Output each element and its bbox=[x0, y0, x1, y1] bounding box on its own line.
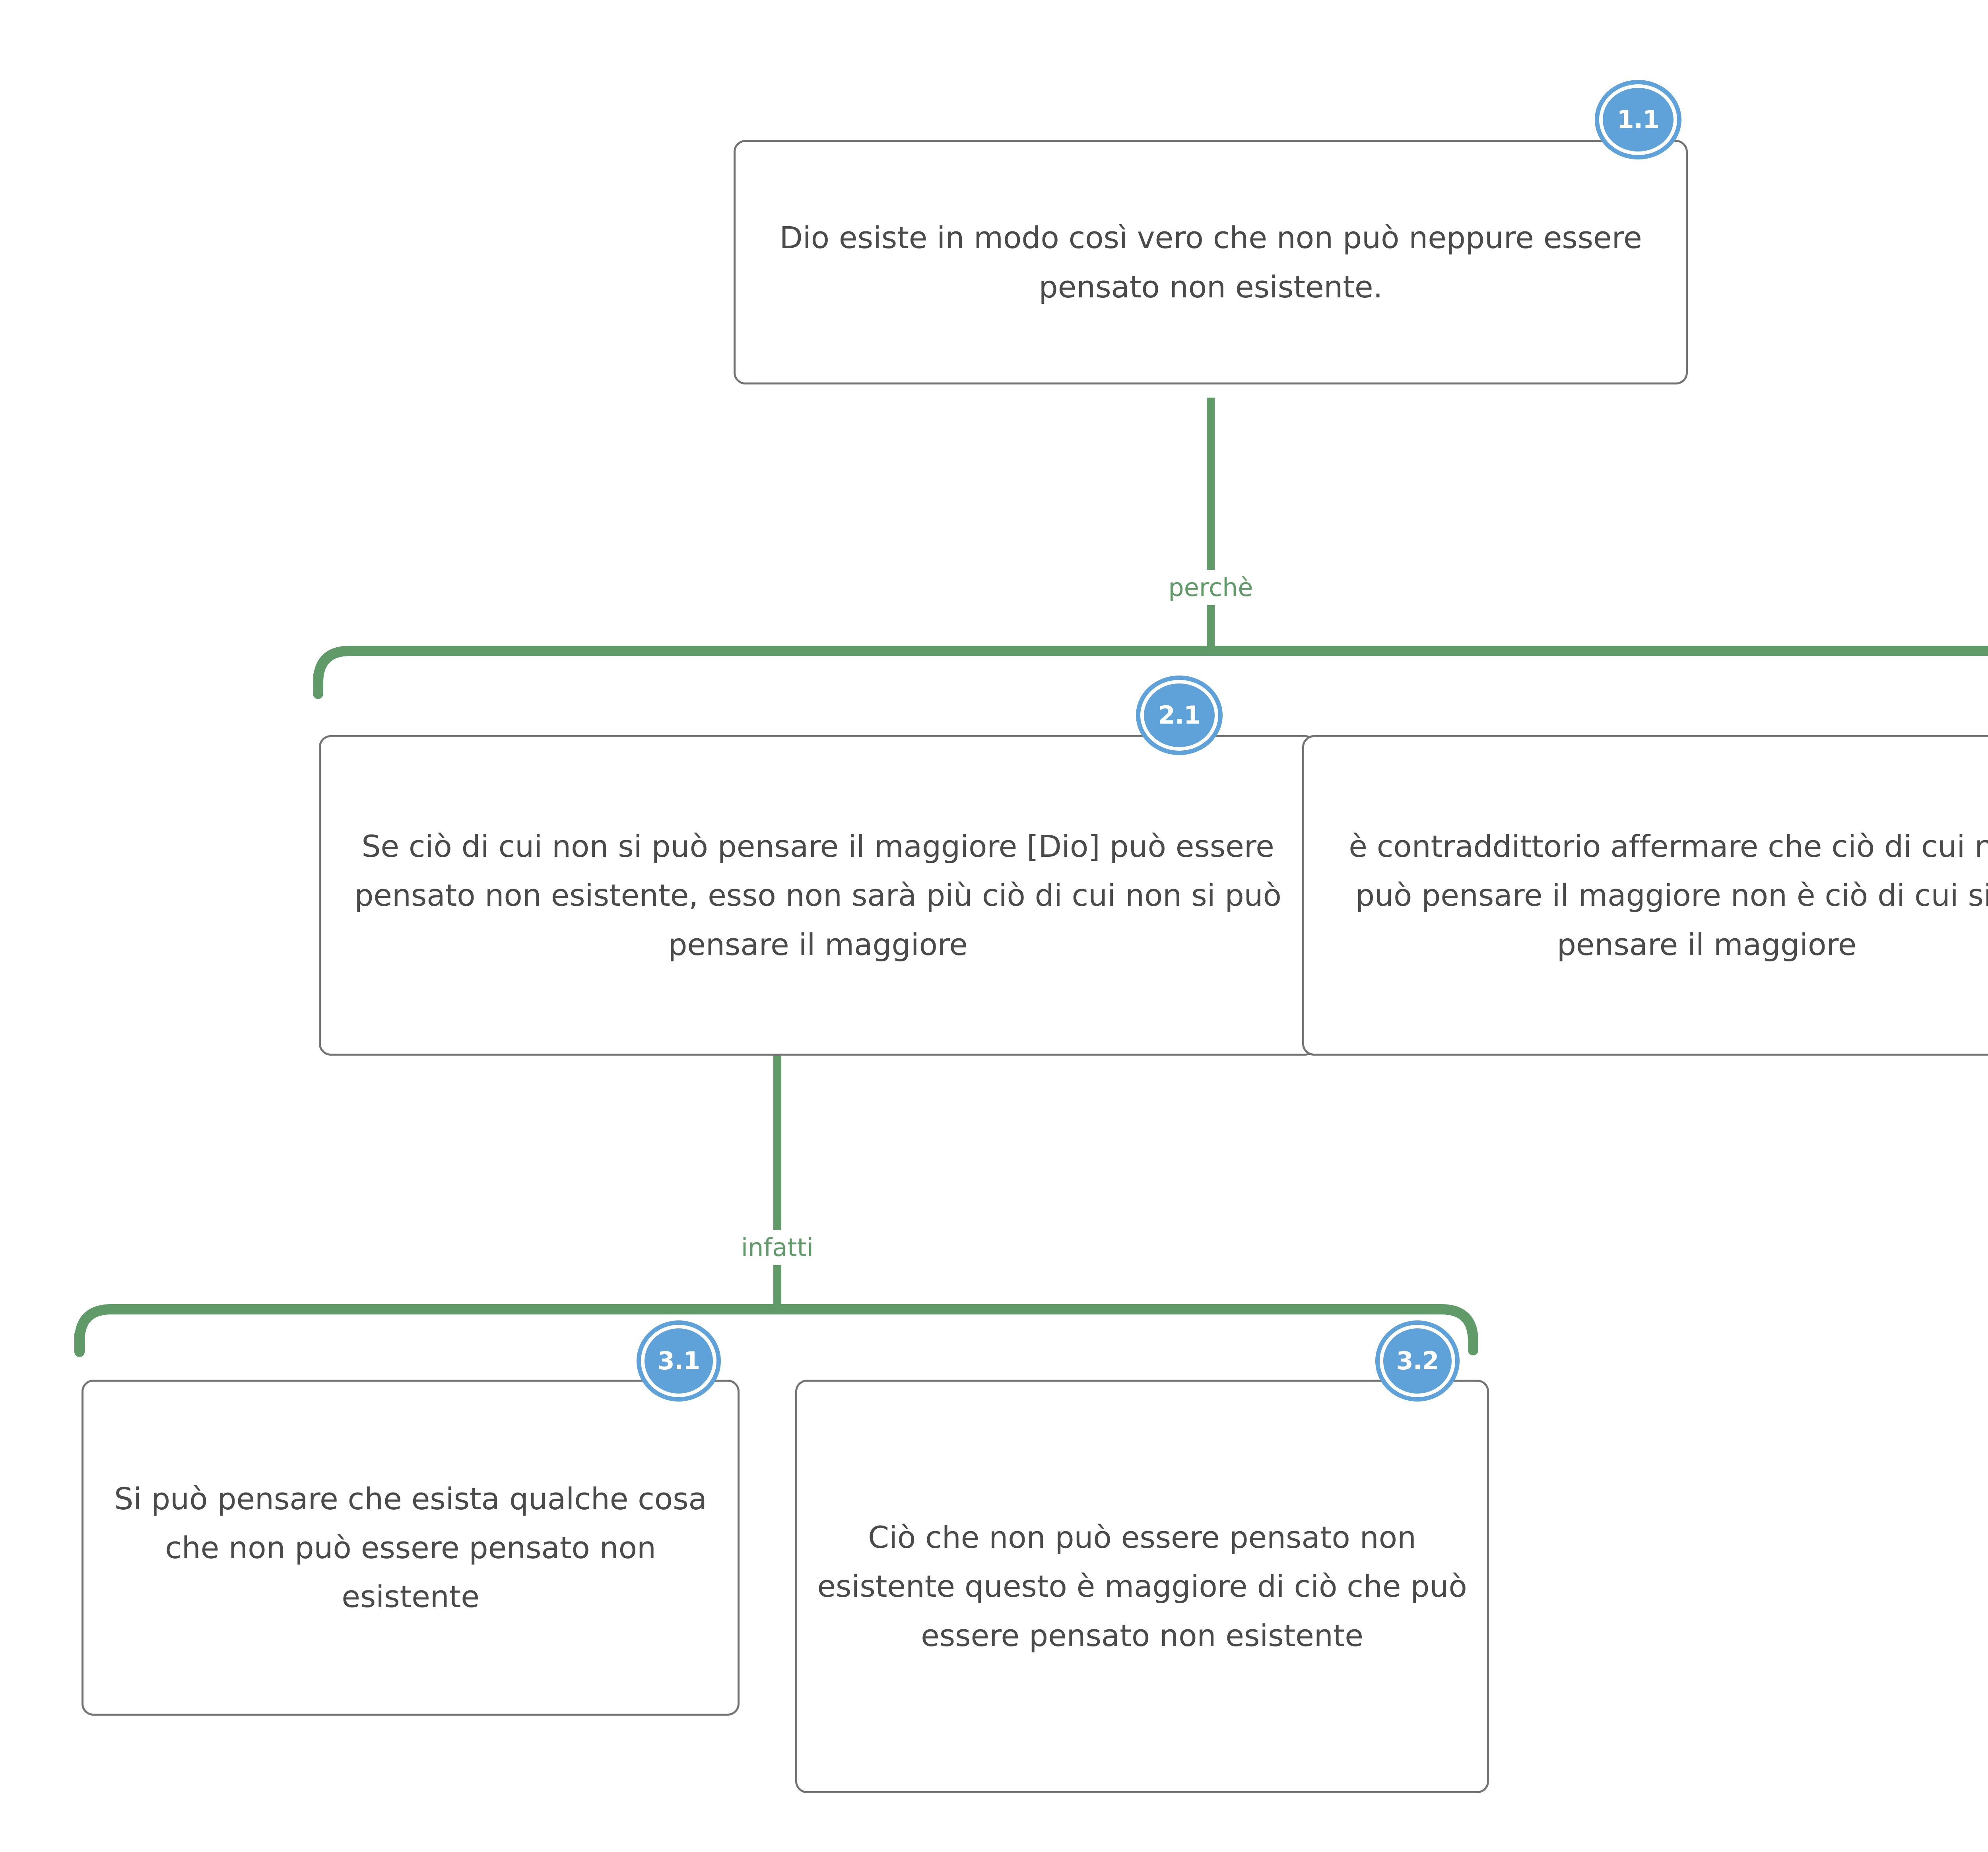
node-box-3-1[interactable]: Si può pensare che esista qualche cosa c… bbox=[82, 1380, 740, 1716]
edge-label-infatti: infatti bbox=[734, 1230, 821, 1266]
node-text-2-1: Se ciò di cui non si può pensare il magg… bbox=[354, 829, 1281, 962]
node-box-2-1[interactable]: Se ciò di cui non si può pensare il magg… bbox=[319, 735, 1317, 1056]
node-text-3-1: Si può pensare che esista qualche cosa c… bbox=[114, 1481, 707, 1615]
badge-label-1-1: 1.1 bbox=[1617, 105, 1660, 134]
badge-label-3-2: 3.2 bbox=[1396, 1346, 1439, 1375]
node-box-2-2[interactable]: è contraddittorio affermare che ciò di c… bbox=[1302, 735, 1988, 1056]
node-text-1-1: Dio esiste in modo così vero che non può… bbox=[779, 220, 1642, 305]
connector-bar-level2 bbox=[313, 646, 1988, 688]
node-text-3-2: Ciò che non può essere pensato non esist… bbox=[817, 1520, 1467, 1653]
connector-bar-level3 bbox=[74, 1304, 1478, 1355]
node-text-2-2: è contraddittorio affermare che ciò di c… bbox=[1349, 829, 1988, 962]
badge-label-2-1: 2.1 bbox=[1158, 701, 1201, 730]
badge-1-1[interactable]: 1.1 bbox=[1599, 84, 1677, 155]
badge-3-2[interactable]: 3.2 bbox=[1380, 1325, 1455, 1397]
badge-label-3-1: 3.1 bbox=[657, 1346, 701, 1375]
node-box-1-1[interactable]: Dio esiste in modo così vero che non può… bbox=[734, 140, 1688, 384]
badge-2-1[interactable]: 2.1 bbox=[1140, 680, 1218, 751]
node-box-3-2[interactable]: Ciò che non può essere pensato non esist… bbox=[795, 1380, 1489, 1793]
edge-label-perche: perchè bbox=[1161, 570, 1260, 606]
badge-3-1[interactable]: 3.1 bbox=[641, 1325, 716, 1397]
